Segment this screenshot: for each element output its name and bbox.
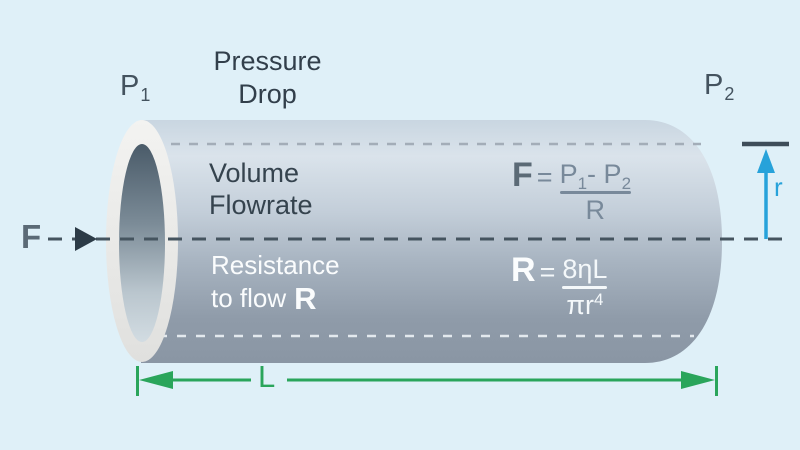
pipe-body	[141, 120, 722, 363]
radius-symbol-label: r	[774, 172, 783, 202]
pressure-drop-line1: Pressure	[213, 46, 322, 76]
resistance-fraction: 8ηL πr4	[562, 254, 608, 321]
fraction-bar	[562, 286, 608, 290]
fraction-bar	[559, 191, 632, 195]
radius-arrow-icon	[757, 149, 775, 239]
pressure-drop-line2: Drop	[238, 79, 297, 109]
flowrate-fraction: P1- P2 R	[559, 159, 632, 226]
length-symbol-label: L	[258, 359, 276, 394]
resistance-formula: R = 8ηL πr4	[511, 251, 608, 321]
flowrate-formula: F = P1- P2 R	[512, 156, 632, 226]
resistance-symbol: R	[294, 281, 317, 316]
length-dimension	[136, 366, 718, 396]
flow-arrowhead-icon	[75, 227, 97, 251]
pressure-drop-title: Pressure Drop	[185, 45, 350, 111]
volume-flowrate-label: Volume Flowrate	[209, 158, 313, 220]
pipe-bore	[119, 144, 165, 342]
length-arrowhead-right-icon	[681, 371, 715, 389]
p2-label: P2	[704, 69, 735, 104]
flow-symbol-label: F	[21, 218, 42, 255]
length-arrowhead-left-icon	[139, 371, 173, 389]
p1-label: P1	[120, 70, 151, 105]
